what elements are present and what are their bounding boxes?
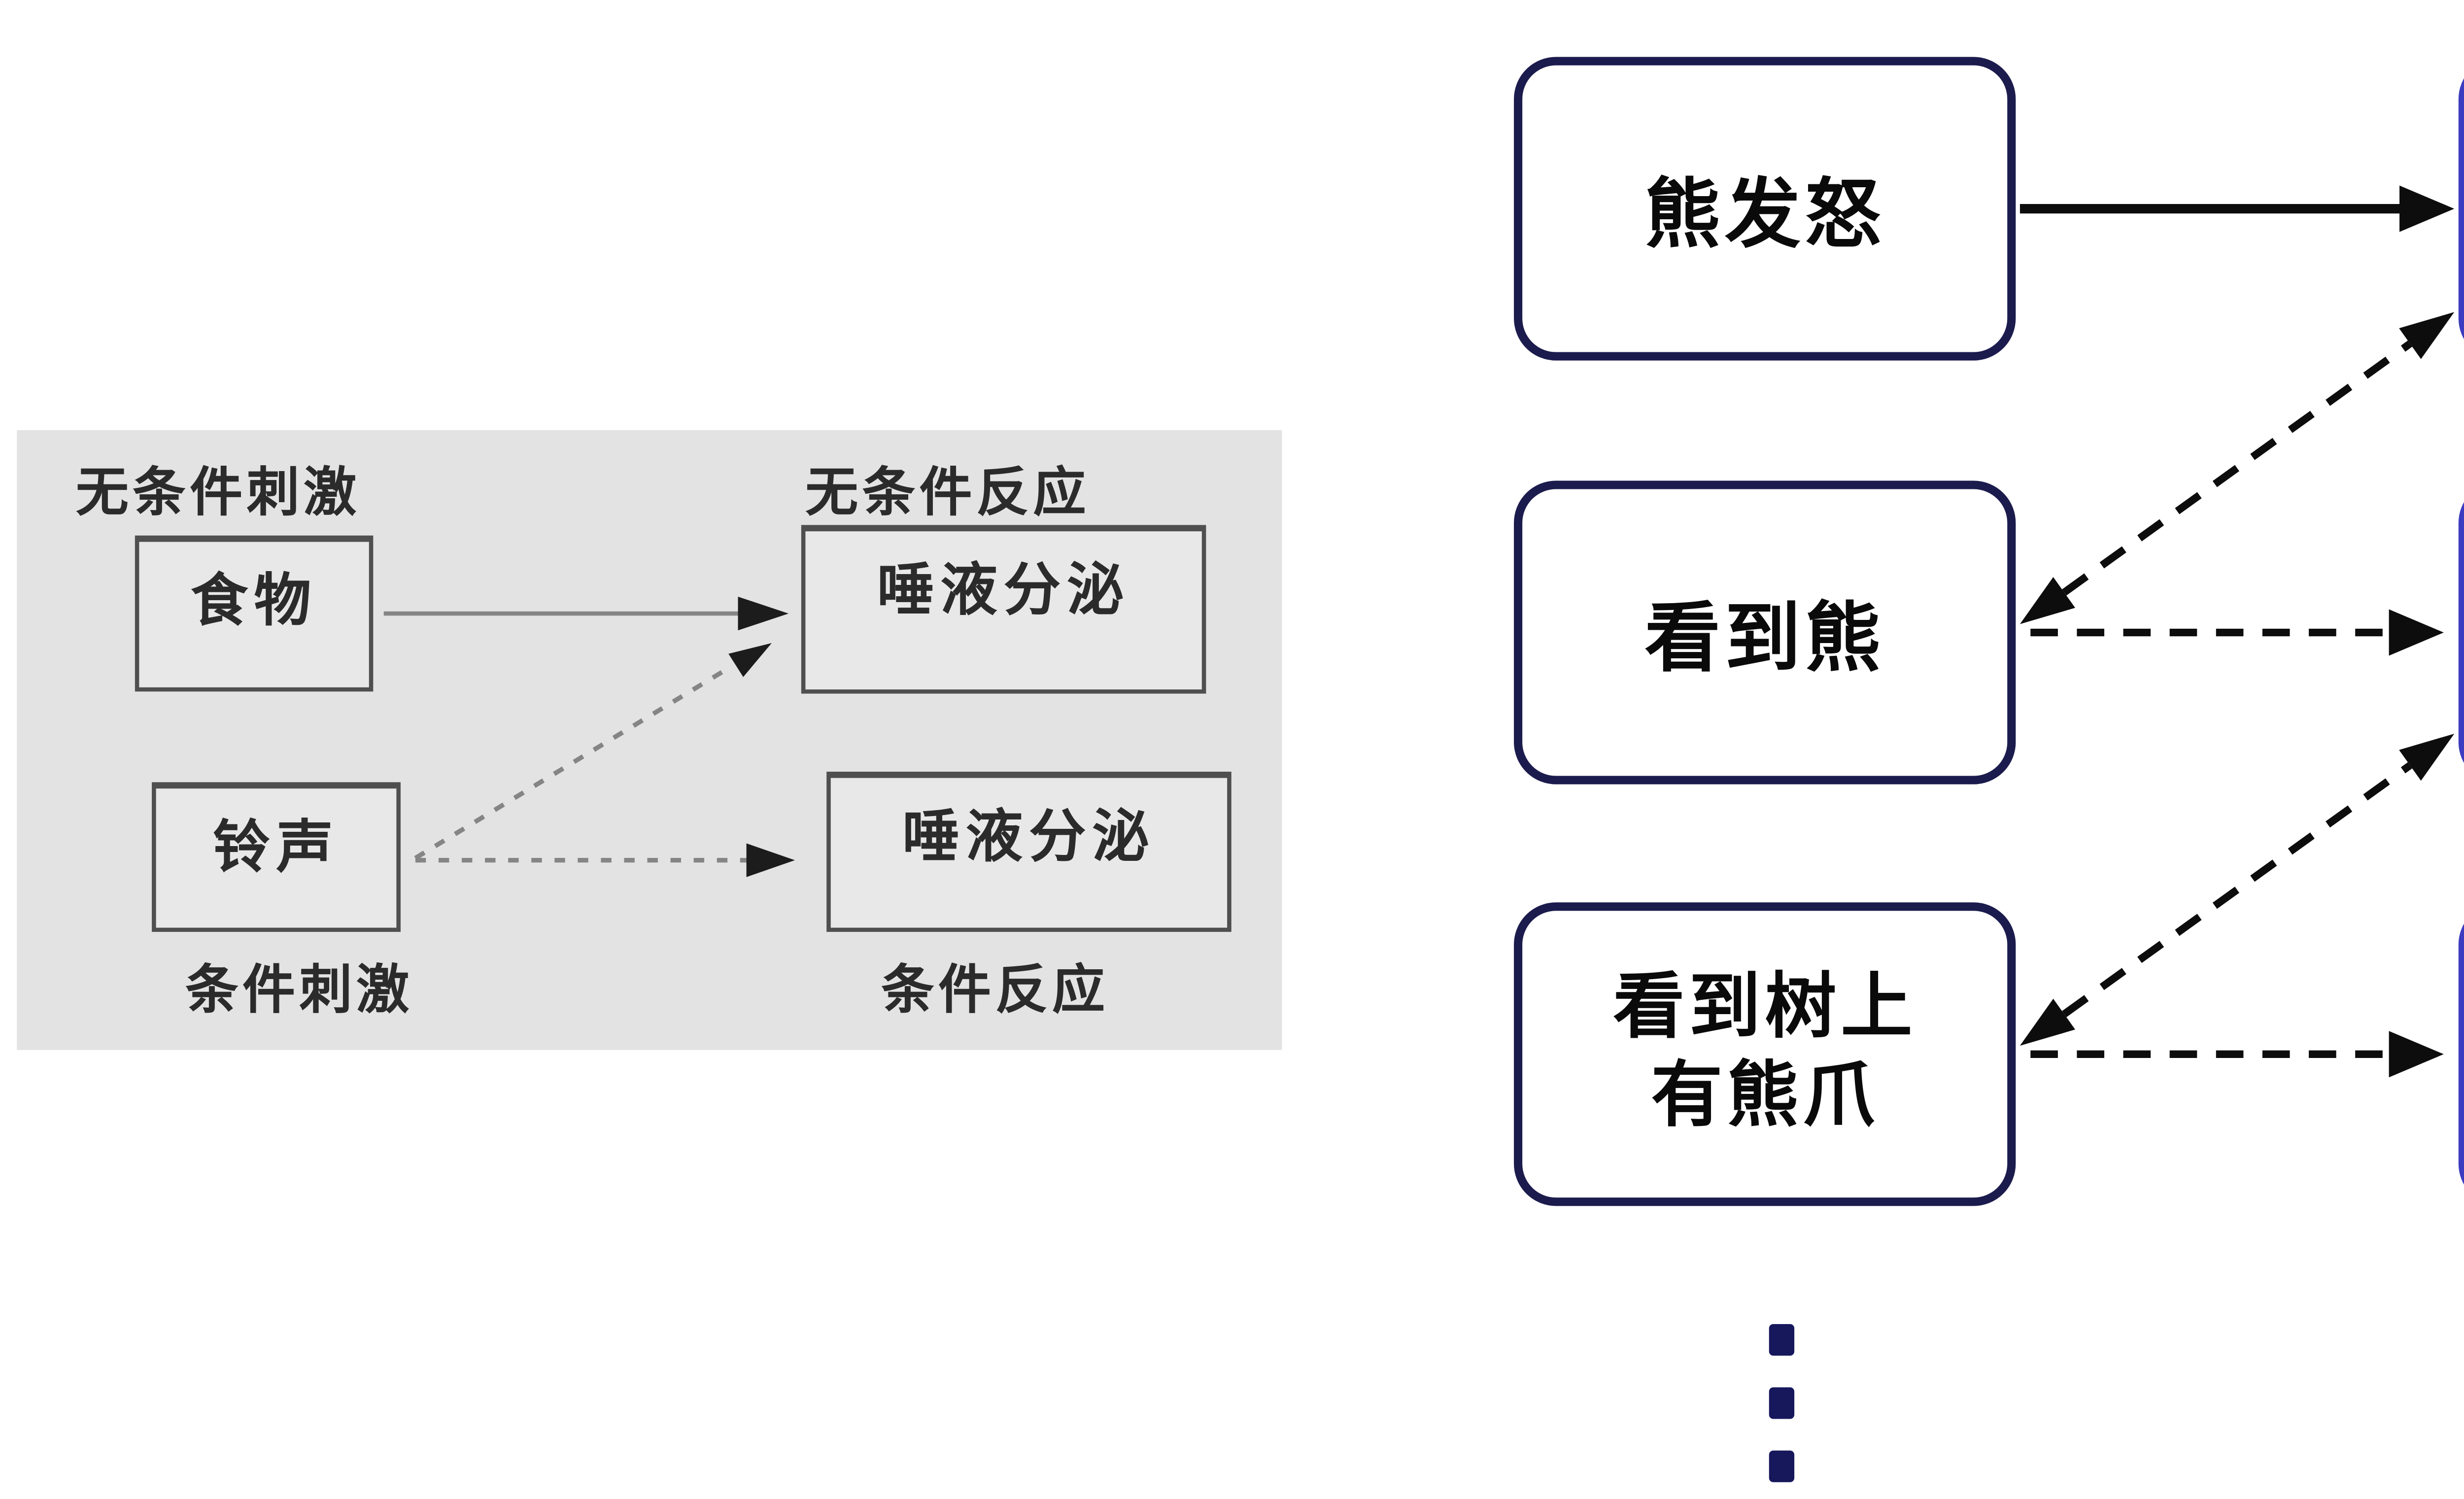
bear-angry-box: 熊发怒 xyxy=(1514,57,2016,361)
conditioned-stimulus-label: 条件刺激 xyxy=(185,961,413,1021)
ellipsis-dot xyxy=(1769,1450,1795,1482)
bell-to-salivation-top-arrow xyxy=(414,643,772,860)
see-bear-box: 看到熊 xyxy=(1514,480,2016,784)
unconditioned-response-label: 无条件反应 xyxy=(805,464,1091,523)
conditioned-response-label: 条件反应 xyxy=(881,961,1109,1021)
see-claw-to-vs-arrow xyxy=(2030,1031,2444,1078)
classical-conditioning-panel: 无条件刺激 无条件反应 食物 唾液分泌 铃声 唾液分泌 条件刺激 条件反应 xyxy=(17,430,1282,1050)
see-claw-label: 看到树上 有熊爪 xyxy=(1613,964,1916,1144)
see-bear-reward-association-arrow xyxy=(2019,312,2455,624)
unconditioned-stimulus-label: 无条件刺激 xyxy=(76,464,361,523)
food-box: 食物 xyxy=(135,535,374,692)
bell-box: 铃声 xyxy=(152,782,401,932)
bell-to-salivation-bottom-arrow xyxy=(415,843,795,877)
see-claw-line1: 看到树上 xyxy=(1613,969,1917,1047)
ellipsis-dot xyxy=(1769,1387,1795,1419)
salivation-box-top: 唾液分泌 xyxy=(801,525,1206,694)
food-to-salivation-arrow xyxy=(383,596,789,631)
bear-to-reward-arrow xyxy=(2019,185,2455,232)
ellipsis-dot xyxy=(1769,1324,1795,1356)
see-bear-to-vsprime-arrow xyxy=(2030,609,2444,656)
see-claw-line2: 有熊爪 xyxy=(1651,1058,1879,1137)
see-claw-vsprime-association-arrow xyxy=(2019,733,2455,1046)
see-claw-box: 看到树上 有熊爪 xyxy=(1514,902,2016,1206)
salivation-box-bottom: 唾液分泌 xyxy=(826,771,1232,932)
